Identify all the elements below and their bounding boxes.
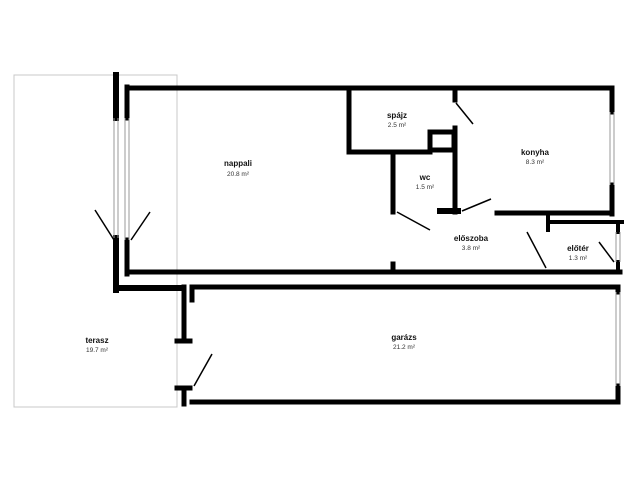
room-label-garazs: garázs 21.2 m² bbox=[391, 333, 417, 351]
svg-text:1.3 m²: 1.3 m² bbox=[569, 255, 588, 262]
room-label-eloter: előtér 1.3 m² bbox=[567, 244, 589, 262]
svg-text:spájz: spájz bbox=[387, 111, 407, 120]
svg-text:terasz: terasz bbox=[85, 336, 108, 345]
svg-text:garázs: garázs bbox=[391, 333, 417, 342]
svg-text:20.8 m²: 20.8 m² bbox=[227, 171, 250, 178]
windows bbox=[113, 112, 621, 386]
walls bbox=[113, 72, 624, 407]
svg-text:nappali: nappali bbox=[224, 159, 252, 168]
svg-text:8.3 m²: 8.3 m² bbox=[526, 159, 545, 166]
doors bbox=[94, 102, 615, 387]
svg-text:21.2 m²: 21.2 m² bbox=[393, 344, 416, 351]
svg-text:1.5 m²: 1.5 m² bbox=[416, 184, 435, 191]
room-label-terasz: terasz 19.7 m² bbox=[85, 336, 108, 354]
room-label-wc: wc 1.5 m² bbox=[416, 173, 435, 191]
svg-text:előtér: előtér bbox=[567, 244, 589, 253]
room-label-konyha: konyha 8.3 m² bbox=[521, 148, 550, 166]
svg-text:wc: wc bbox=[419, 173, 431, 182]
room-label-spajz: spájz 2.5 m² bbox=[387, 111, 407, 129]
svg-text:2.5 m²: 2.5 m² bbox=[388, 122, 407, 129]
svg-text:konyha: konyha bbox=[521, 148, 550, 157]
terrace-area bbox=[13, 74, 178, 408]
room-label-nappali: nappali 20.8 m² bbox=[224, 159, 252, 178]
svg-text:19.7 m²: 19.7 m² bbox=[86, 347, 109, 354]
room-label-eloszoba: előszoba 3.8 m² bbox=[454, 234, 489, 252]
svg-text:3.8 m²: 3.8 m² bbox=[462, 245, 481, 252]
svg-text:előszoba: előszoba bbox=[454, 234, 489, 243]
